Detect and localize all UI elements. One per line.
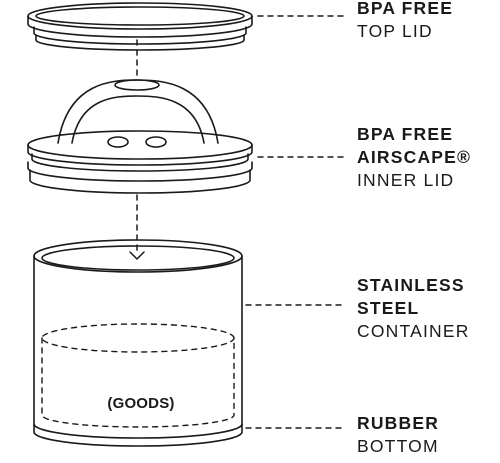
top-lid [27, 2, 253, 51]
leader-lines [245, 15, 344, 429]
goods-level [41, 323, 235, 428]
label-bottom-line1: RUBBER [357, 413, 440, 433]
label-bottom: RUBBER BOTTOM [357, 412, 439, 458]
label-container-line2: STEEL [357, 298, 420, 318]
label-container-line1: STAINLESS [357, 275, 465, 295]
goods-label: (GOODS) [107, 395, 175, 412]
label-container-line3: CONTAINER [357, 321, 470, 341]
label-inner-lid-line1: BPA FREE [357, 124, 454, 144]
label-bottom-line2: BOTTOM [357, 436, 439, 456]
label-top-lid-line1: BPA FREE [357, 0, 454, 18]
assembly-guide [129, 39, 145, 260]
label-top-lid: BPA FREE TOP LID [357, 0, 453, 43]
label-container: STAINLESS STEEL CONTAINER [357, 274, 470, 343]
label-inner-lid: BPA FREE AIRSCAPE® INNER LID [357, 123, 471, 192]
label-inner-lid-line3: INNER LID [357, 170, 455, 190]
label-top-lid-line2: TOP LID [357, 21, 433, 41]
arrow-down-icon [129, 251, 145, 260]
label-inner-lid-line2: AIRSCAPE® [357, 147, 472, 167]
stainless-container [33, 239, 243, 447]
inner-lid [27, 79, 253, 194]
